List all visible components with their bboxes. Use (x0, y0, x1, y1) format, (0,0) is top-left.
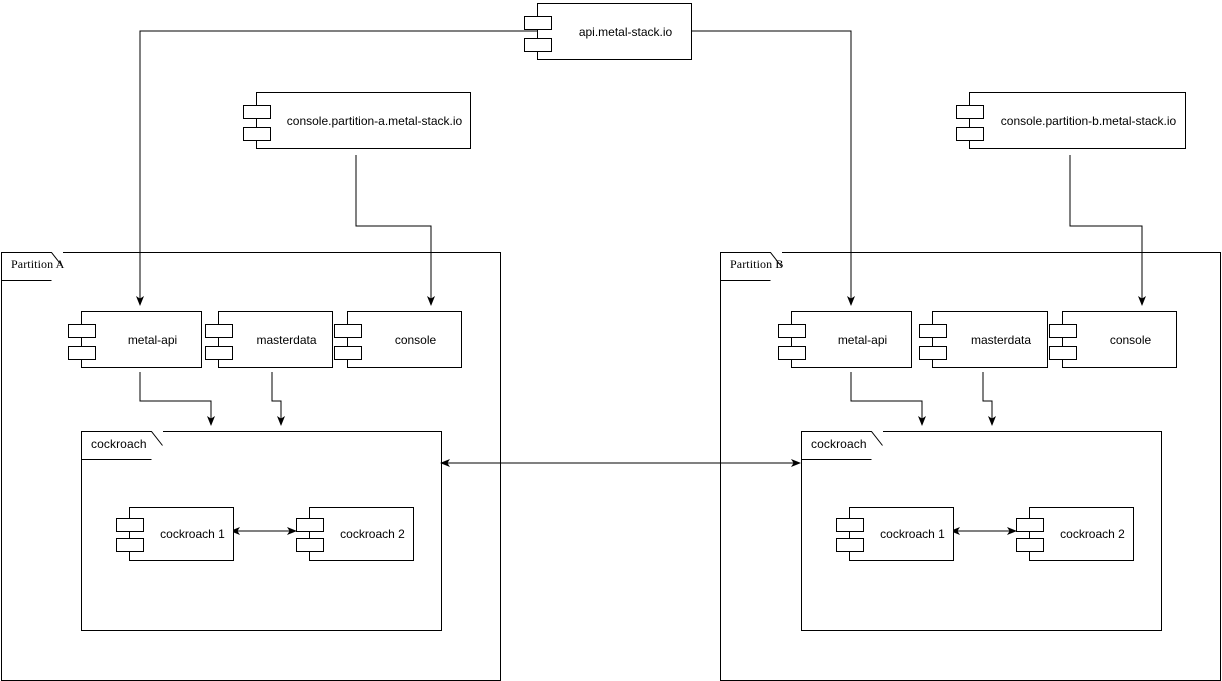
component-cockroach-b-2[interactable]: cockroach 2 (1016, 507, 1134, 561)
uml-component-icon-tab-bottom (243, 127, 271, 141)
uml-component-icon-tab-bottom (68, 346, 96, 360)
uml-component-icon-tab-top (524, 16, 552, 30)
component-console-partition-a-endpoint[interactable]: console.partition-a.metal-stack.io (243, 92, 471, 149)
component-label: console.partition-b.metal-stack.io (1000, 113, 1177, 128)
component-cockroach-b-1[interactable]: cockroach 1 (836, 507, 954, 561)
node-cockroach-b[interactable]: cockroach cockroach 1 cockroach 2 (801, 431, 1162, 631)
uml-component-icon-tab-bottom (778, 346, 806, 360)
component-label: console.partition-a.metal-stack.io (286, 113, 463, 128)
uml-component-icon-tab-bottom (836, 538, 864, 552)
component-api-endpoint[interactable]: api.metal-stack.io (524, 3, 692, 60)
component-label: masterdata (256, 332, 317, 347)
component-masterdata-b[interactable]: masterdata (919, 311, 1048, 368)
component-label: cockroach 2 (340, 527, 405, 541)
uml-component-icon-tab-bottom (1049, 346, 1077, 360)
component-label: cockroach 1 (880, 527, 945, 541)
uml-component-icon-tab-top (836, 518, 864, 532)
uml-component-icon-tab-top (334, 324, 362, 338)
component-console-partition-b-endpoint[interactable]: console.partition-b.metal-stack.io (956, 92, 1186, 149)
uml-component-icon-tab-bottom (524, 38, 552, 52)
component-label: cockroach 2 (1060, 527, 1125, 541)
uml-component-icon-tab-bottom (116, 538, 144, 552)
uml-component-icon-tab-top (778, 324, 806, 338)
component-cockroach-a-1[interactable]: cockroach 1 (116, 507, 234, 561)
uml-component-icon-tab-top (205, 324, 233, 338)
node-label: cockroach (91, 437, 147, 451)
component-label: masterdata (970, 332, 1032, 347)
package-tab-cockroach-b: cockroach (801, 431, 883, 460)
component-console-b[interactable]: console (1049, 311, 1177, 368)
uml-component-icon-tab-top (296, 518, 324, 532)
uml-component-icon-tab-bottom (205, 346, 233, 360)
component-console-a[interactable]: console (334, 311, 462, 368)
package-label: Partition A (11, 257, 65, 271)
uml-component-icon-tab-bottom (334, 346, 362, 360)
component-label: api.metal-stack.io (578, 24, 673, 39)
component-label: metal-api (127, 332, 178, 347)
component-metal-api-a[interactable]: metal-api (68, 311, 202, 368)
package-partition-a[interactable]: Partition A metal-api masterdata console (1, 252, 501, 681)
uml-component-icon-tab-top (68, 324, 96, 338)
uml-component-icon-tab-top (243, 105, 271, 119)
uml-component-icon-tab-top (1016, 518, 1044, 532)
node-cockroach-a[interactable]: cockroach cockroach 1 cockroach 2 (81, 431, 442, 631)
uml-component-icon-tab-top (956, 105, 984, 119)
component-label: metal-api (837, 332, 888, 347)
uml-component-icon-tab-bottom (919, 346, 947, 360)
component-cockroach-a-2[interactable]: cockroach 2 (296, 507, 414, 561)
component-label: console (394, 332, 437, 347)
uml-component-icon-tab-bottom (1016, 538, 1044, 552)
component-label: console (1109, 332, 1152, 347)
uml-component-icon-tab-top (116, 518, 144, 532)
component-masterdata-a[interactable]: masterdata (205, 311, 333, 368)
uml-component-icon-tab-top (1049, 324, 1077, 338)
uml-component-icon-tab-bottom (956, 127, 984, 141)
package-partition-b[interactable]: Partition B metal-api masterdata console (720, 252, 1221, 681)
package-tab-partition-b: Partition B (720, 252, 784, 281)
node-label: cockroach (811, 437, 867, 451)
uml-component-icon-tab-bottom (296, 538, 324, 552)
uml-component-icon-tab-top (919, 324, 947, 338)
package-label: Partition B (730, 257, 784, 271)
package-tab-partition-a: Partition A (1, 252, 65, 281)
component-metal-api-b[interactable]: metal-api (778, 311, 912, 368)
package-tab-cockroach-a: cockroach (81, 431, 163, 460)
component-label: cockroach 1 (160, 527, 225, 541)
